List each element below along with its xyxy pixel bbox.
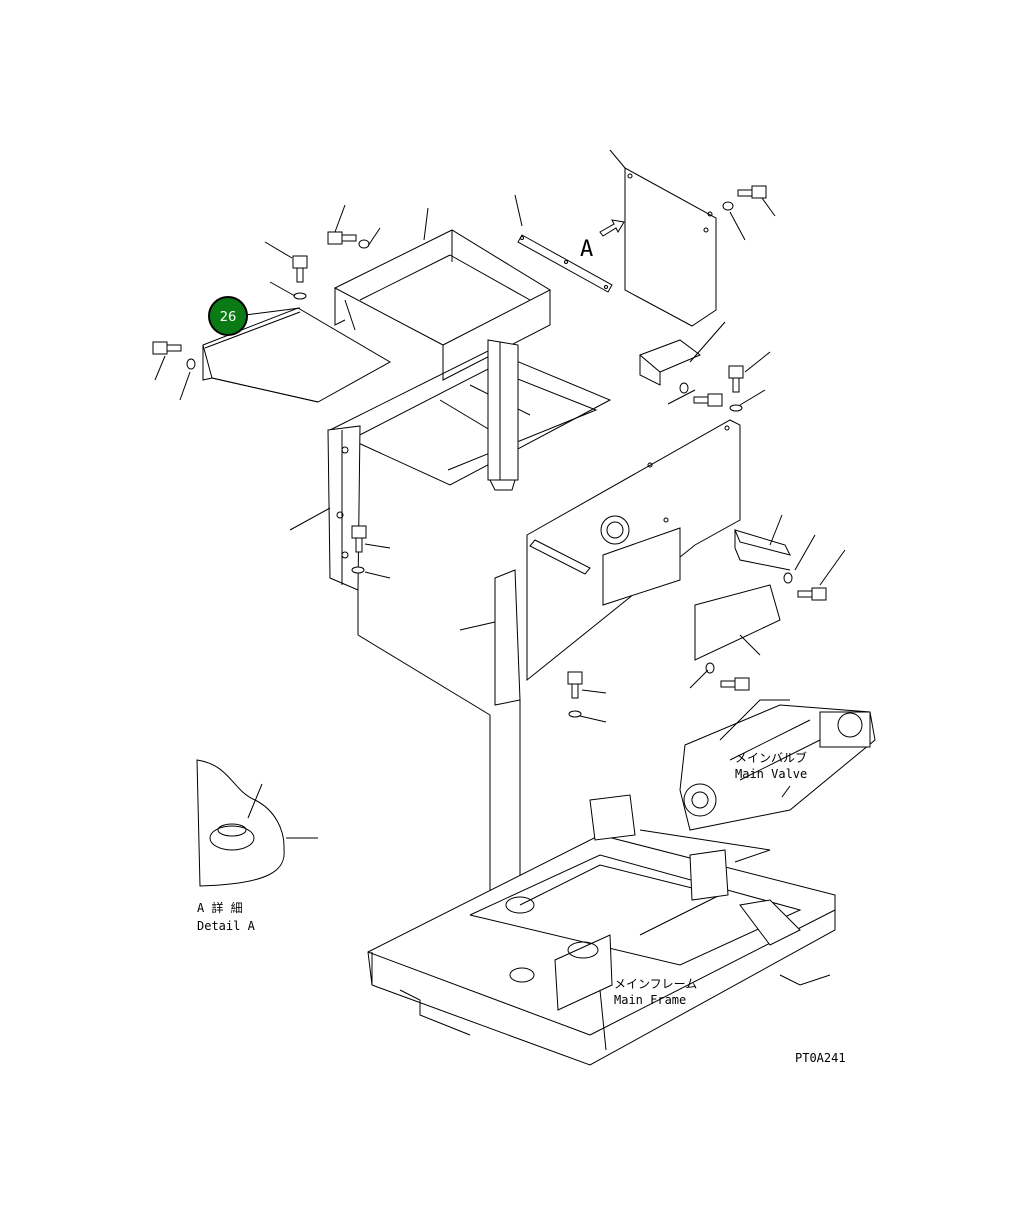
top-cover-plate-left bbox=[202, 307, 392, 403]
bolt-icon bbox=[734, 677, 750, 691]
rear-cover-plate bbox=[624, 167, 717, 327]
bolt-icon bbox=[351, 525, 367, 539]
detail-a-view: A 詳 細 Detail A bbox=[196, 759, 318, 933]
bolt-icon bbox=[707, 393, 723, 407]
brackets bbox=[529, 339, 791, 575]
access-doors bbox=[602, 527, 781, 661]
main-valve bbox=[679, 699, 876, 831]
leader-lines bbox=[154, 149, 846, 863]
bolt-icon bbox=[327, 231, 343, 245]
washer-icon bbox=[186, 358, 196, 370]
detail-a-label-en: Detail A bbox=[197, 919, 256, 933]
washer-icon bbox=[783, 572, 793, 584]
washer-icon bbox=[351, 566, 365, 574]
bolt-icon bbox=[751, 185, 767, 199]
detail-a-label-jp: A 詳 細 bbox=[197, 900, 243, 915]
washer-icon bbox=[729, 404, 743, 412]
view-a-marker: A bbox=[580, 219, 625, 262]
view-a-label: A bbox=[580, 237, 593, 262]
washer-icon bbox=[722, 201, 734, 211]
callout-26-button[interactable]: 26 bbox=[208, 296, 248, 336]
main-frame-label-en: Main Frame bbox=[614, 993, 686, 1007]
washer-icon bbox=[358, 239, 370, 249]
bolt-icon bbox=[811, 587, 827, 601]
main-valve-label-en: Main Valve bbox=[735, 767, 807, 781]
washer-icon bbox=[293, 292, 307, 300]
bolt-icon bbox=[152, 341, 168, 355]
bolt-icon bbox=[292, 255, 308, 269]
top-cover-box bbox=[333, 229, 552, 381]
drawing-code: PT0A241 bbox=[795, 1051, 846, 1065]
main-valve-label-jp: メインバルブ bbox=[735, 750, 807, 765]
washer-icon bbox=[679, 382, 689, 394]
washer-icon bbox=[568, 710, 582, 718]
cover-strip bbox=[517, 234, 613, 293]
frame-structure bbox=[327, 339, 612, 920]
main-frame bbox=[367, 794, 836, 1066]
main-frame-label-jp: メインフレーム bbox=[614, 977, 697, 991]
bolt-icon bbox=[728, 365, 744, 379]
callout-number: 26 bbox=[220, 310, 237, 325]
bolt-icon bbox=[567, 671, 583, 685]
